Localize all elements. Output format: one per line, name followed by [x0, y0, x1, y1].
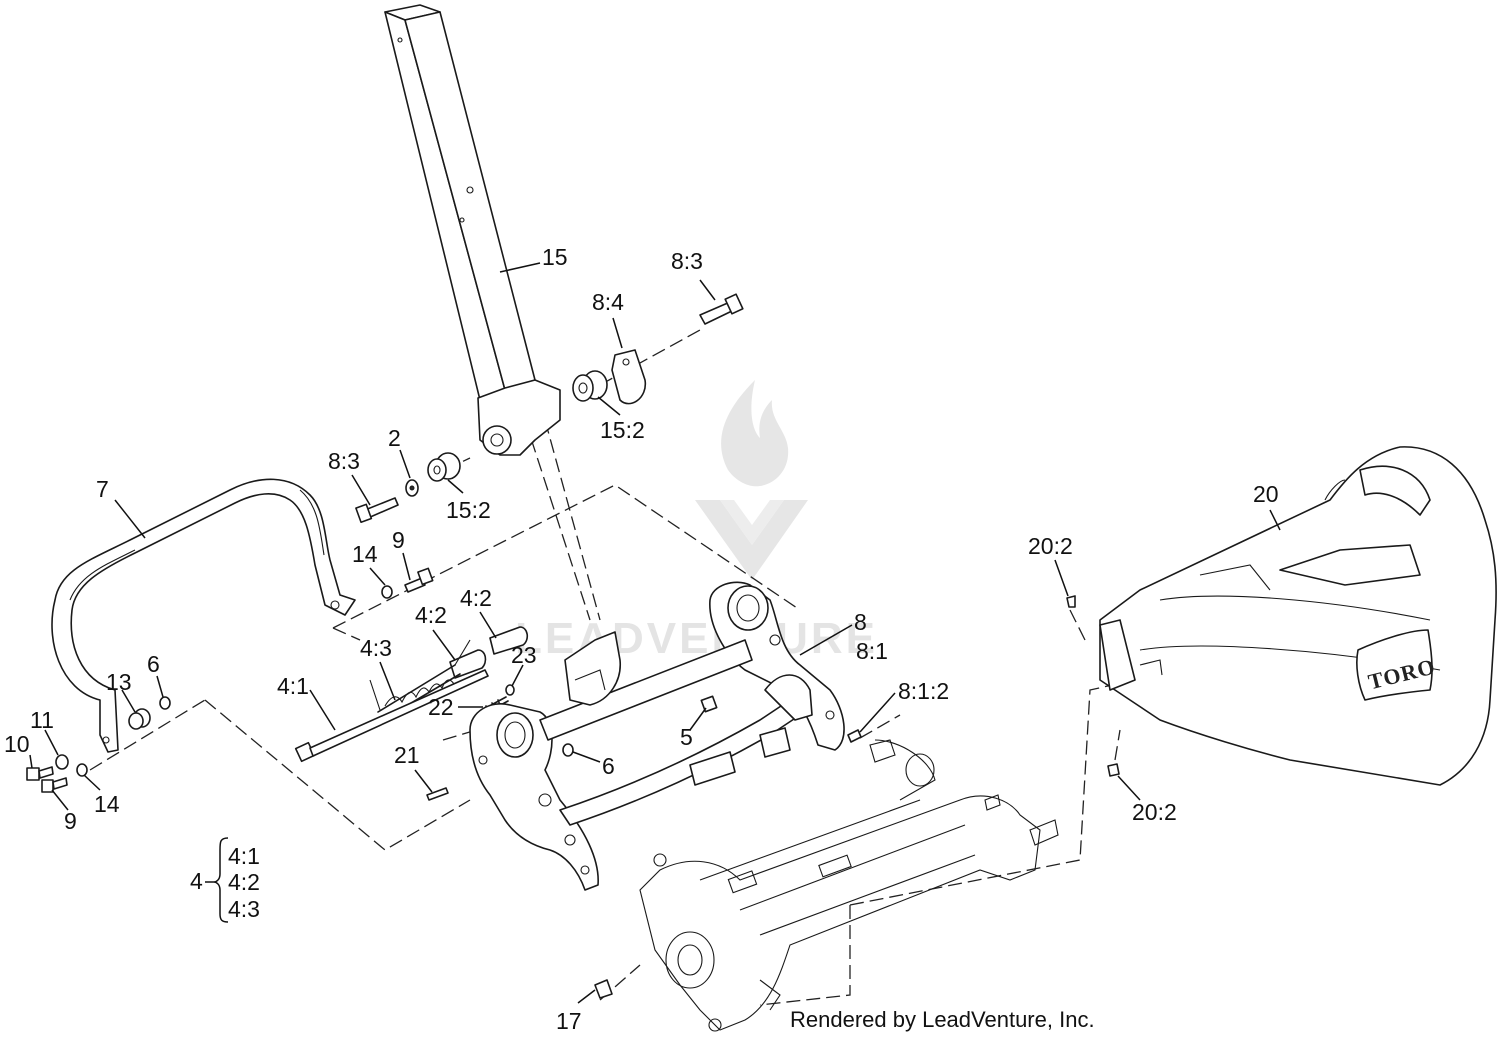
callout-14-top: 14	[352, 541, 378, 567]
callout-6-mid: 6	[602, 753, 615, 779]
part-23-clip	[505, 684, 515, 696]
callout-2: 2	[388, 425, 401, 451]
callout-5: 5	[680, 724, 693, 750]
callout-10: 10	[4, 731, 30, 757]
callout-20: 20	[1253, 481, 1279, 507]
callout-15-2-left: 15:2	[446, 497, 491, 523]
kit-item-4-1: 4:1	[228, 843, 260, 869]
part-13-spacer	[128, 708, 151, 730]
part-21-pin	[426, 787, 449, 801]
callout-6-left: 6	[147, 651, 160, 677]
callout-22: 22	[428, 694, 454, 720]
callout-15: 15	[542, 244, 568, 270]
part-20-2-screw-bottom	[1107, 763, 1120, 777]
part-8-1-2-fitting	[847, 729, 862, 743]
part-9-bolt-bottom	[41, 777, 68, 793]
callout-13: 13	[106, 669, 132, 695]
callout-7: 7	[96, 476, 109, 502]
callout-11: 11	[30, 707, 54, 733]
part-15-tube	[384, 4, 561, 456]
callout-4-2-a: 4:2	[415, 602, 447, 628]
part-4-2-pin-a	[449, 649, 487, 679]
callout-21: 21	[394, 742, 420, 768]
part-20-2-screw-top	[1066, 595, 1076, 608]
callout-9-bottom: 9	[64, 808, 77, 834]
callout-14-bottom: 14	[94, 791, 120, 817]
callout-20-2-bottom: 20:2	[1132, 799, 1177, 825]
callout-4-2-b: 4:2	[460, 585, 492, 611]
callout-8-1: 8:1	[856, 638, 888, 664]
part-15-2-bushing-left	[427, 452, 461, 482]
callout-8-1-2: 8:1:2	[898, 678, 949, 704]
watermark-text: LEADVENTURE	[515, 614, 878, 663]
part-6-nut-left	[159, 696, 171, 710]
part-17-fitting	[594, 979, 613, 999]
callout-8-3-left: 8:3	[328, 448, 360, 474]
kit-breakdown: 4 4:1 4:2 4:3	[190, 837, 260, 923]
callout-8: 8	[854, 609, 867, 635]
callout-23: 23	[511, 642, 537, 668]
part-14-spacer-top	[381, 585, 393, 599]
part-4-1-bolt	[294, 669, 489, 763]
part-7-handle-bar	[51, 478, 356, 753]
callout-15-2-right: 15:2	[600, 417, 645, 443]
part-2-washer	[405, 479, 419, 497]
callout-labels: 15 8:3 8:4 15:2 8:3 2 15:2 7 14 9 4:2 4:…	[4, 244, 1279, 1034]
kit-parent-label: 4	[190, 868, 203, 894]
credit-text: Rendered by LeadVenture, Inc.	[790, 1007, 1095, 1032]
part-4-2-pin-b	[489, 626, 529, 655]
part-5-bolt	[700, 695, 718, 713]
part-11-washer	[55, 754, 69, 770]
part-15-2-bushing-right	[572, 370, 608, 402]
part-10-bolt	[26, 766, 54, 781]
part-8-frame	[469, 581, 845, 891]
callout-9-top: 9	[392, 527, 405, 553]
callout-17: 17	[556, 1008, 582, 1034]
part-9-bolt-top	[404, 567, 434, 593]
leader-lines	[29, 262, 1281, 1004]
callout-20-2-top: 20:2	[1028, 533, 1073, 559]
kit-item-4-2: 4:2	[228, 869, 260, 895]
callout-4-1: 4:1	[277, 673, 309, 699]
watermark-logo	[695, 380, 808, 580]
part-6-nut-mid	[562, 743, 574, 757]
traction-unit	[639, 739, 1059, 1032]
part-8-4-tab	[611, 349, 646, 405]
part-8-3-bolt-top	[699, 293, 744, 325]
callout-4-3: 4:3	[360, 635, 392, 661]
part-20-weight: TORO	[1099, 446, 1497, 786]
callout-8-3-top: 8:3	[671, 248, 703, 274]
part-8-3-bolt-left	[355, 497, 399, 524]
callout-8-4: 8:4	[592, 289, 624, 315]
kit-item-4-3: 4:3	[228, 896, 260, 922]
part-14-spacer-bottom	[76, 763, 88, 777]
